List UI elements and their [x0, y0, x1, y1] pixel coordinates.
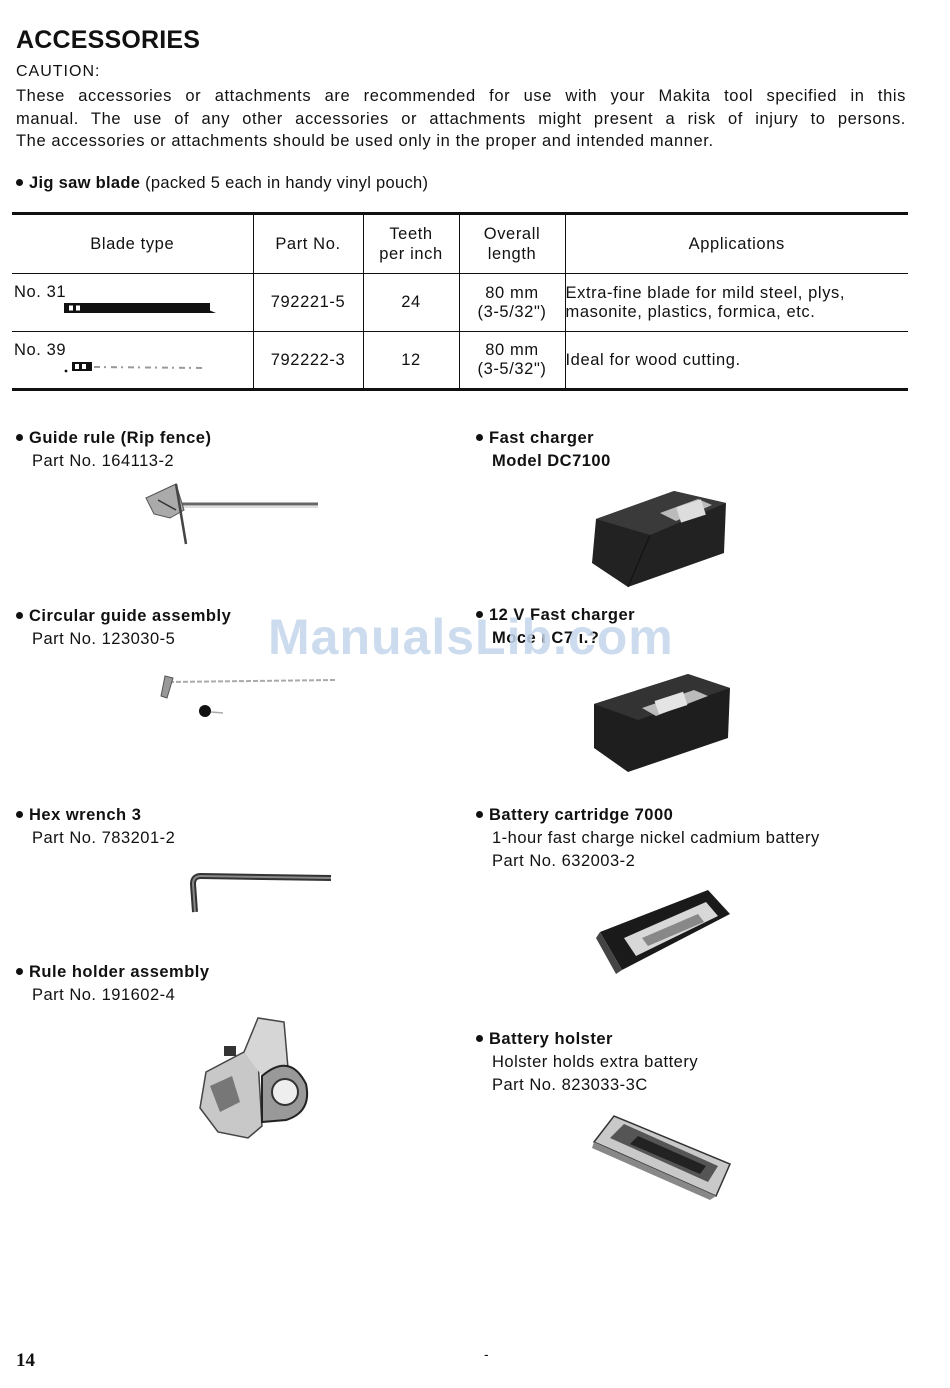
caution-line: These accessories or attachments are rec…	[16, 87, 906, 105]
model-number: Moce ι C7 ι.?	[492, 629, 600, 647]
charger-12v-icon	[594, 674, 730, 772]
table-row: No. 39 792222-3 12 80 mm(3-5/32") Ideal …	[12, 331, 908, 390]
page-number: 14	[16, 1350, 35, 1371]
bullet-icon	[16, 968, 23, 976]
caution-label: CAUTION:	[16, 63, 101, 80]
bullet-icon	[16, 179, 23, 187]
bullet-icon	[476, 611, 483, 619]
watermark: ManualsLib.com	[268, 609, 674, 665]
bullet-icon	[476, 1035, 483, 1043]
length-cell: 80 mm(3-5/32")	[458, 273, 566, 332]
guide-rule-icon	[145, 483, 318, 545]
accessory-12v-fast-charger: 12 V Fast charger Moce ι C7 ι.?	[476, 604, 635, 650]
accessory-name: Battery cartridge 7000	[489, 806, 674, 824]
accessory-name: Battery holster	[489, 1030, 613, 1048]
accessory-circular-guide: Circular guide assembly Part No. 123030-…	[16, 605, 231, 651]
bullet-icon	[16, 434, 23, 442]
model-number: Model DC7100	[492, 452, 611, 470]
part-number: Part No. 823033-3C	[492, 1076, 648, 1094]
accessory-name: 12 V Fast charger	[489, 606, 636, 624]
accessory-fast-charger: Fast charger Model DC7100	[476, 427, 611, 473]
accessory-guide-rule: Guide rule (Rip fence) Part No. 164113-2	[16, 427, 211, 473]
accessory-battery-cartridge: Battery cartridge 7000 1-hour fast charg…	[476, 804, 820, 873]
part-no-cell: 792222-3	[252, 331, 364, 390]
accessory-name: Guide rule (Rip fence)	[29, 429, 212, 447]
hex-wrench-icon	[189, 872, 332, 913]
teeth-cell: 24	[362, 273, 460, 332]
accessory-rule-holder: Rule holder assembly Part No. 191602-4	[16, 961, 210, 1007]
description: 1-hour fast charge nickel cadmium batter…	[492, 829, 820, 847]
caution-line: manual. The use of any other accessories…	[16, 109, 906, 128]
rule-holder-icon	[199, 1017, 308, 1139]
circular-guide-icon	[160, 675, 336, 717]
part-number: Part No. 191602-4	[32, 986, 176, 1004]
caution-line: The accessories or attachments should be…	[16, 132, 714, 150]
accessory-battery-holster: Battery holster Holster holds extra batt…	[476, 1028, 698, 1097]
bullet-icon	[476, 434, 483, 442]
page-title: ACCESSORIES	[16, 26, 201, 54]
part-number: Part No. 164113-2	[32, 452, 175, 470]
table-row: No. 31 792221-5 24 80 mm(3-5/32") Extra-…	[12, 273, 908, 332]
description: Holster holds extra battery	[492, 1053, 699, 1071]
blade-label: No. 39	[14, 341, 67, 359]
applications-cell: Extra-fine blade for mild steel, plys,ma…	[564, 273, 908, 332]
applications-cell: Ideal for wood cutting.	[564, 331, 908, 390]
accessory-name: Fast charger	[489, 429, 595, 447]
length-cell: 80 mm(3-5/32")	[458, 331, 566, 390]
part-no-cell: 792221-5	[252, 273, 364, 332]
accessory-name: Circular guide assembly	[29, 607, 232, 625]
bullet-icon	[16, 811, 23, 819]
battery-cartridge-icon	[596, 890, 730, 974]
header-applications: Applications	[564, 213, 908, 274]
blade-39-icon	[64, 362, 205, 373]
jigsaw-note: (packed 5 each in handy vinyl pouch)	[145, 174, 429, 192]
part-number: Part No. 123030-5	[32, 630, 176, 648]
part-number: Part No. 783201-2	[32, 829, 176, 847]
bullet-icon	[476, 811, 483, 819]
part-number: Part No. 632003-2	[492, 852, 636, 870]
bullet-icon	[16, 612, 23, 620]
fast-charger-icon	[592, 491, 726, 588]
blade-type-cell: No. 39	[12, 331, 254, 390]
accessory-name: Rule holder assembly	[29, 963, 210, 981]
blade-31-icon	[64, 303, 216, 313]
accessory-hex-wrench: Hex wrench 3 Part No. 783201-2	[16, 804, 175, 850]
header-part-no: Part No.	[252, 213, 364, 274]
caution-paragraph: These accessories or attachments are rec…	[16, 85, 906, 153]
jigsaw-heading: Jig saw blade (packed 5 each in handy vi…	[16, 174, 428, 193]
battery-holster-icon	[592, 1115, 731, 1200]
teeth-cell: 12	[362, 331, 460, 390]
header-blade-type: Blade type	[12, 213, 254, 274]
footer-mark: -	[484, 1346, 489, 1362]
jigsaw-name: Jig saw blade	[29, 174, 141, 192]
blade-label: No. 31	[14, 283, 67, 301]
accessory-name: Hex wrench 3	[29, 806, 142, 824]
blade-type-cell: No. 31	[12, 273, 254, 332]
